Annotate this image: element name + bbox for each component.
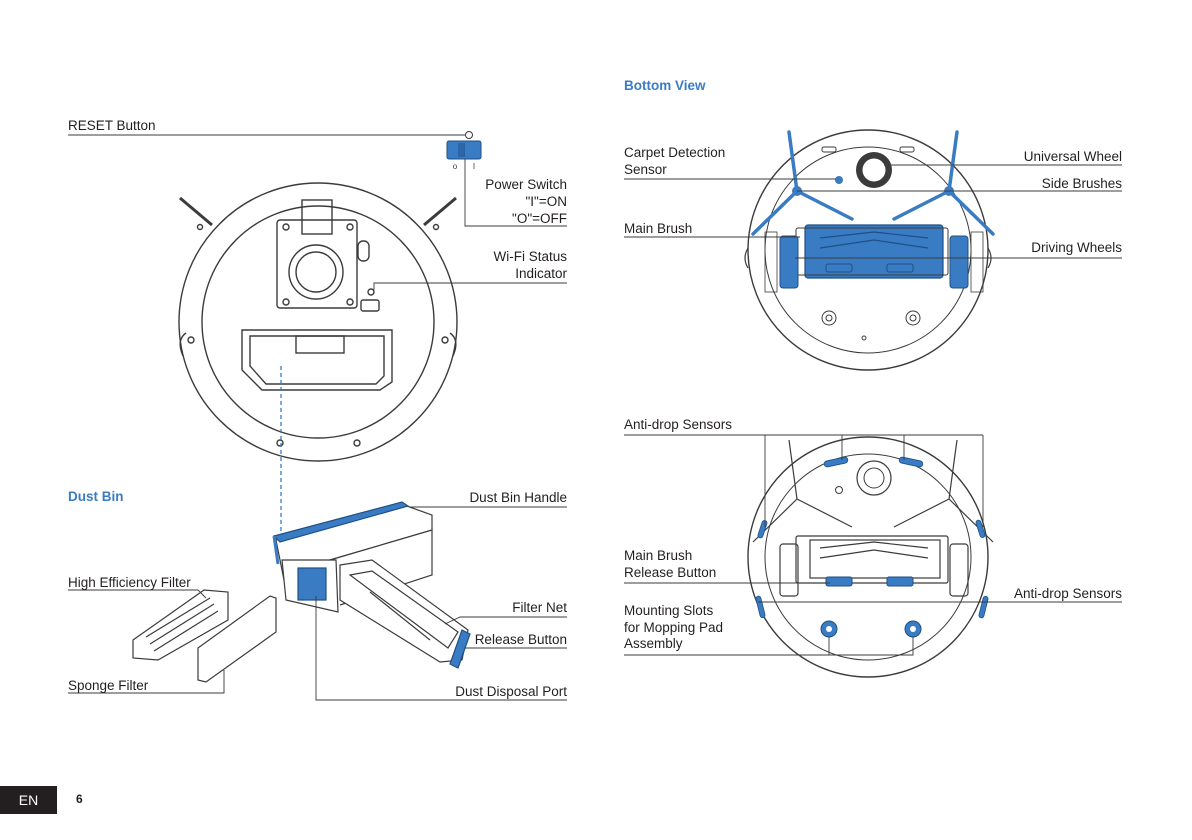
mounting-slots-label-line1: Mounting Slots [624, 603, 714, 618]
main-brush-label: Main Brush [624, 221, 693, 236]
mounting-slots-label-line3: Assembly [624, 636, 683, 651]
universal-wheel-label: Universal Wheel [1023, 149, 1122, 164]
language-tab: EN [0, 786, 57, 814]
power-off-label: "O"=OFF [512, 211, 567, 226]
anti-drop-sensors-label-right: Anti-drop Sensors [1013, 586, 1122, 601]
power-on-label: "I"=ON [525, 194, 567, 209]
dust-bin-heading: Dust Bin [68, 489, 124, 504]
robot-bottom-view [744, 129, 995, 371]
power-switch-label: Power Switch [485, 177, 567, 192]
dust-bin-drawing [132, 501, 471, 683]
leader-lines-right [624, 164, 1122, 656]
page-number: 6 [76, 792, 83, 806]
switch-on-mark: I [473, 162, 475, 171]
power-switch-detail [446, 131, 482, 160]
hepa-filter-label: High Efficiency Filter [68, 575, 191, 590]
robot-sensors-view [747, 436, 994, 678]
filter-net-label: Filter Net [512, 600, 567, 615]
mounting-slots-label-line2: for Mopping Pad [624, 620, 724, 635]
carpet-sensor-label-line1: Carpet Detection [624, 145, 726, 160]
sponge-filter-label: Sponge Filter [68, 678, 149, 693]
reset-button-label: RESET Button [68, 118, 156, 133]
wifi-indicator-label: Indicator [515, 266, 567, 281]
dust-bin-handle-label: Dust Bin Handle [469, 490, 567, 505]
leader-lines-left [68, 134, 567, 701]
side-brushes-label: Side Brushes [1041, 176, 1122, 191]
dust-disposal-port-label: Dust Disposal Port [455, 684, 567, 699]
switch-off-mark: o [453, 162, 458, 171]
wifi-status-label: Wi-Fi Status [493, 249, 567, 264]
release-button-label: Release Button [474, 632, 567, 647]
bottom-view-heading: Bottom View [624, 78, 706, 93]
main-brush-release-label-line1: Main Brush [624, 548, 693, 563]
anti-drop-sensors-label-top: Anti-drop Sensors [624, 417, 733, 432]
main-brush-release-label-line2: Release Button [624, 565, 717, 580]
carpet-sensor-label-line2: Sensor [624, 162, 667, 177]
robot-top-view [178, 182, 458, 462]
driving-wheels-label: Driving Wheels [1031, 240, 1122, 255]
